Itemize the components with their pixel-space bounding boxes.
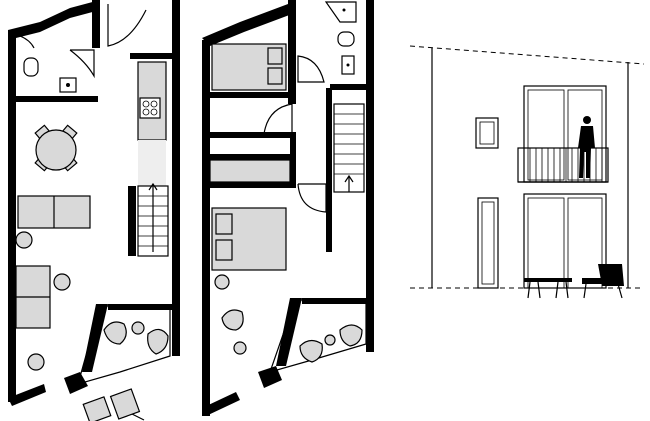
right-exterior-wall: [366, 0, 374, 352]
sink-drain-icon: [346, 63, 350, 67]
garden-chair-icon: [82, 388, 145, 421]
bay-corner-column: [258, 366, 282, 388]
stool-icon: [15, 231, 33, 249]
top-exterior-wall: [202, 4, 292, 46]
shower-tray: [324, 1, 357, 23]
right-exterior-wall: [172, 0, 180, 356]
garden-bench-icon: [524, 278, 572, 299]
stool-icon: [131, 321, 145, 335]
wardrobe-top-wall: [210, 132, 296, 138]
bay-wall-left: [82, 304, 108, 372]
lounge-chair-icon: [339, 324, 363, 347]
bottom-left-exterior-wall: [8, 384, 46, 406]
toilet-icon: [337, 31, 355, 47]
lounge-chair-icon: [221, 309, 244, 331]
bed-icon: [211, 43, 287, 91]
bay-corner-column: [64, 372, 88, 394]
bathroom-wall: [92, 0, 100, 48]
bedroom2-top-wall: [210, 182, 296, 188]
hob-burner: [150, 100, 158, 108]
lounge-chair-icon: [299, 339, 323, 363]
lounge-chair-icon: [147, 328, 169, 355]
hob-icon: [139, 97, 161, 119]
stool-icon: [53, 273, 71, 291]
glass-partition: [138, 140, 166, 186]
sofa-icon: [17, 195, 91, 229]
stool-icon: [233, 341, 247, 355]
bottom-exterior-wall: [202, 392, 240, 416]
kitchen-top-wall: [130, 53, 172, 59]
left-exterior-wall: [8, 30, 16, 402]
window-icon: [477, 197, 499, 289]
door-swing-icon: [297, 55, 325, 83]
door-swing-icon: [107, 4, 147, 47]
sink-drain-icon: [66, 83, 70, 87]
lounge-chair-icon: [103, 321, 127, 345]
bathroom-bottom-wall: [16, 96, 98, 102]
first-floor-plan: [202, 0, 374, 416]
hob-burner: [150, 108, 158, 116]
wardrobe-side-wall: [290, 132, 296, 182]
stool-icon: [214, 274, 230, 290]
door-swing-icon: [69, 49, 95, 79]
bathroom-wall: [288, 0, 296, 104]
bed-icon: [211, 207, 287, 271]
window-icon: [475, 117, 499, 149]
stool-icon: [27, 353, 45, 371]
ground-floor-plan: [8, 0, 180, 421]
top-exterior-wall: [8, 0, 100, 38]
bay-wall-top: [108, 304, 172, 310]
hob-burner: [142, 100, 150, 108]
balcony-railing-icon: [517, 147, 609, 183]
wardrobe-mid-wall: [210, 154, 296, 160]
staircase-icon: [333, 103, 365, 193]
sliding-door: [523, 193, 607, 289]
bedroom-wall: [210, 92, 290, 98]
bay-wall-top: [302, 298, 366, 304]
wardrobe: [209, 159, 291, 183]
garden-armchair-icon: [582, 264, 624, 299]
bath-bottom-wall: [330, 84, 366, 90]
dining-table-icon: [34, 124, 78, 172]
stool-icon: [324, 334, 336, 346]
shower-drain: [342, 8, 346, 12]
bay-wall-left: [276, 298, 302, 366]
stair-wall: [128, 186, 136, 256]
door-swing-icon: [263, 103, 293, 135]
roof-line: [409, 45, 645, 65]
stair-wall: [326, 88, 332, 252]
hob-burner: [142, 108, 150, 116]
door-swing-icon: [297, 183, 327, 213]
toilet-icon: [23, 57, 39, 77]
person-silhouette-icon: [578, 116, 595, 178]
sofa-icon: [15, 265, 51, 329]
staircase-icon: [137, 182, 169, 257]
rear-elevation: [409, 45, 645, 299]
left-exterior-wall: [202, 40, 210, 416]
door-swing-icon: [19, 35, 35, 49]
